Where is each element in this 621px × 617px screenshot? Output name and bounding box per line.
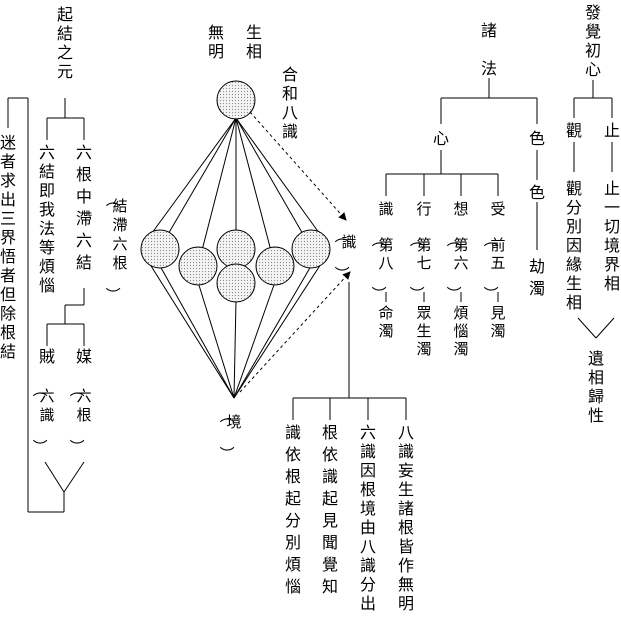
- label-liu-shi-yin: 六識因根境由八識分出: [360, 423, 376, 613]
- label-guan-detail: 觀分別因緣生相: [566, 179, 582, 312]
- label-xin: 心: [433, 129, 449, 148]
- lower-tree: [292, 282, 407, 420]
- arrow-jing-to-shi: [239, 271, 351, 393]
- zhu-fa-tree: [385, 78, 538, 250]
- label-shi-yi-gen: 識依根起分別煩惱: [285, 423, 301, 596]
- label-mi-zhe: 迷者求出三界悟者但除根結: [0, 133, 16, 361]
- label-shi-branch: 識（第八）命濁: [369, 200, 393, 340]
- label-xing-branch: 行（第七）眾生濁: [407, 200, 431, 358]
- label-zhi: 止: [604, 121, 620, 140]
- node-4: [255, 246, 295, 286]
- label-se-top: 色: [529, 129, 545, 148]
- label-zhu-fa: 諸法: [481, 21, 497, 78]
- label-mei: 媒: [76, 347, 92, 366]
- label-liu-gen-paren: （六根）: [67, 382, 91, 454]
- arrow-top-to-shi: [249, 111, 347, 221]
- label-yi-xiang: 遺相歸性: [588, 349, 604, 425]
- node-1: [140, 229, 180, 269]
- v-right: [63, 461, 85, 493]
- node-5: [291, 229, 331, 269]
- label-se-mid: 色: [529, 183, 545, 202]
- label-zhi-detail: 止一切境界相: [604, 179, 620, 293]
- label-xiang-branch: 想（第六）煩惱濁: [444, 200, 468, 358]
- node-top: [216, 80, 256, 120]
- label-shou-branch: 受（前五）見濁: [481, 200, 505, 340]
- node-2: [178, 246, 218, 286]
- label-ba-shi-wang: 八識妄生諸根皆作無明: [398, 423, 414, 613]
- node-6: [216, 263, 256, 303]
- label-jie-zhi: （結滯六根）: [103, 192, 127, 302]
- label-liu-shi-paren: （六識）: [30, 382, 54, 454]
- dashed-arrows: [239, 111, 351, 393]
- center-nodes: [140, 80, 331, 303]
- label-wu-ming: 無明: [208, 23, 224, 61]
- label-jing-node: （境）: [217, 408, 241, 461]
- label-he-he: 合和八識: [282, 65, 298, 141]
- label-qi-jie: 起結之元: [57, 5, 73, 81]
- label-guan: 觀: [566, 121, 582, 140]
- label-jie-zhuo: 劫濁: [529, 257, 545, 298]
- node-3: [216, 229, 256, 269]
- left-section: [7, 97, 85, 513]
- fa-jue-tree: [573, 80, 615, 339]
- label-shi-node: （識）: [332, 228, 356, 281]
- label-liu-gen-zhong-zhi: 六根中滯六結: [76, 143, 92, 272]
- label-sheng-xiang: 生相: [246, 23, 262, 61]
- label-liu-jie-ji-wo: 六結即我法等煩惱: [39, 143, 55, 295]
- label-gen-yi-shi: 根依識起見聞覺知: [322, 423, 338, 596]
- label-zei: 賊: [39, 347, 55, 366]
- v-left: [44, 461, 65, 493]
- label-fa-jue: 發覺初心: [585, 3, 601, 79]
